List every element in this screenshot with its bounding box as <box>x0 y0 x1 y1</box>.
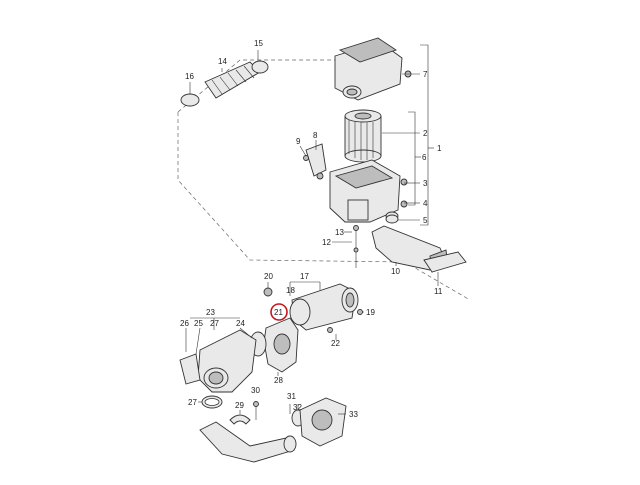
callout-9: 9 <box>296 137 301 146</box>
turbo-housing-33 <box>299 397 347 447</box>
callout-21: 21 <box>274 308 283 317</box>
callout-2: 2 <box>423 129 428 138</box>
assembly-dashed-outline <box>177 59 471 301</box>
bracket-1 <box>420 44 429 226</box>
callout-10: 10 <box>391 267 400 276</box>
clamp-part-15 <box>251 60 269 74</box>
callout-18: 18 <box>286 286 295 295</box>
callout-labels: 1 2 3 4 5 6 7 8 9 10 11 12 13 14 15 16 1… <box>180 39 443 419</box>
callout-29: 29 <box>235 401 244 410</box>
callout-16: 16 <box>185 72 194 81</box>
nut-part-20 <box>263 287 273 297</box>
clip-part-9 <box>303 155 309 161</box>
callout-20: 20 <box>264 272 273 281</box>
callout-13: 13 <box>335 228 344 237</box>
part-3 <box>400 178 408 186</box>
bolt-part-30 <box>253 401 259 420</box>
callout-27-top: 27 <box>210 319 219 328</box>
callout-24: 24 <box>236 319 245 328</box>
air-duct-11 <box>423 251 467 273</box>
callout-25: 25 <box>194 319 203 328</box>
callout-21-highlight-ring <box>270 303 288 321</box>
callout-7: 7 <box>423 70 428 79</box>
leader-lines <box>185 50 439 415</box>
air-filter-lid <box>334 37 403 101</box>
callout-6: 6 <box>422 153 427 162</box>
bolt-part-19 <box>357 309 363 315</box>
elbow-hose-31 <box>199 421 297 463</box>
bracket-part-25-26 <box>179 353 201 385</box>
intake-manifold-23 <box>197 329 257 393</box>
part-4 <box>400 200 408 208</box>
bracket-part-8 <box>305 143 327 180</box>
callout-15: 15 <box>254 39 263 48</box>
callout-22: 22 <box>331 339 340 348</box>
callout-11: 11 <box>434 287 443 296</box>
callout-5: 5 <box>423 216 428 225</box>
callout-28: 28 <box>274 376 283 385</box>
callout-23: 23 <box>206 308 215 317</box>
clamp-part-29 <box>229 414 251 425</box>
callout-3: 3 <box>423 179 428 188</box>
callout-30: 30 <box>251 386 260 395</box>
bolt-part-22 <box>327 327 333 333</box>
air-filter-lower-housing <box>329 159 401 223</box>
callout-32: 32 <box>293 403 302 412</box>
bolt-part-12 <box>353 225 359 268</box>
callout-17: 17 <box>300 272 309 281</box>
throttle-housing-28 <box>263 317 299 373</box>
filter-element <box>344 109 382 163</box>
callout-26: 26 <box>180 319 189 328</box>
clamp-part-16 <box>180 93 200 107</box>
gasket-part-18 <box>289 298 311 326</box>
part-5 <box>385 214 399 224</box>
callout-8: 8 <box>313 131 318 140</box>
bracket-6 <box>408 111 416 206</box>
callout-27-bottom: 27 <box>188 398 197 407</box>
callout-33: 33 <box>349 410 358 419</box>
o-ring-27 <box>201 395 223 409</box>
callout-19: 19 <box>366 308 375 317</box>
callout-14: 14 <box>218 57 227 66</box>
callout-12: 12 <box>322 238 331 247</box>
callout-1: 1 <box>437 144 442 153</box>
callout-31: 31 <box>287 392 296 401</box>
callout-4: 4 <box>423 199 428 208</box>
